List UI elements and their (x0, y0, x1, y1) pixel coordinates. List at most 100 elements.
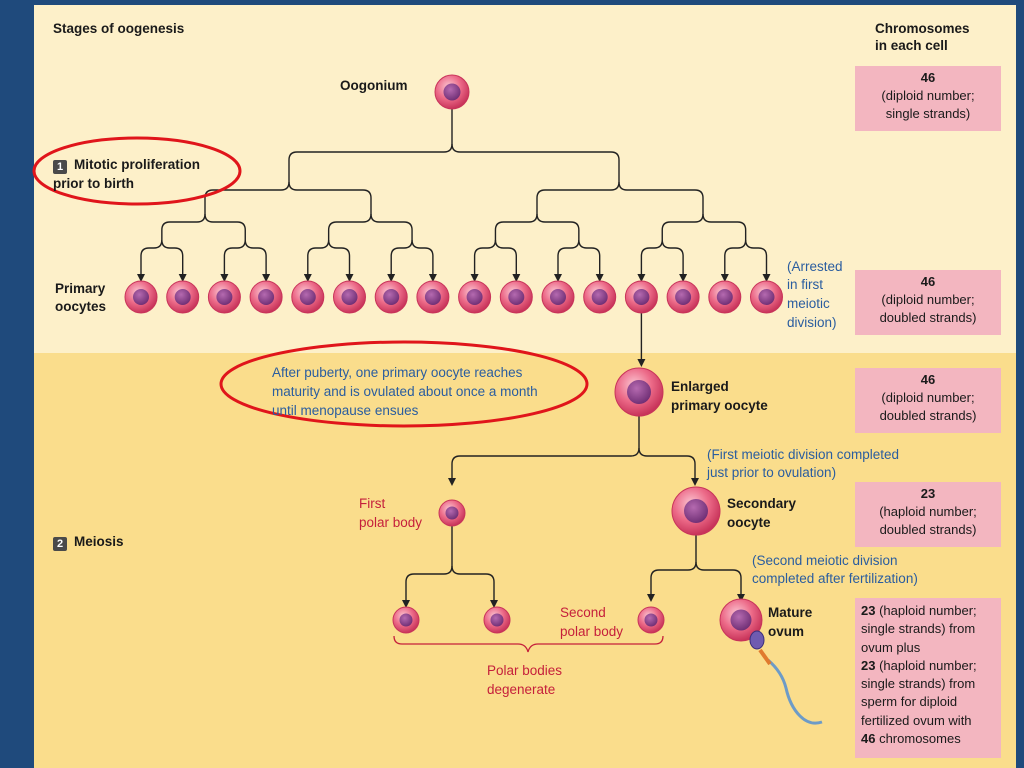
primary-oocyte-cell-nucleus (424, 289, 441, 305)
lineage-line (702, 213, 747, 238)
lineage-line (695, 561, 745, 602)
first-polar-body-cell-nucleus (445, 506, 459, 520)
enlarged-primary-oocyte-label-line2: primary oocyte (671, 398, 768, 413)
secondary-oocyte-cell (671, 486, 721, 536)
ovum-box-line8: 46 chromosomes (861, 730, 997, 748)
second-meiotic-note-line1: (Second meiotic division (752, 553, 898, 568)
primary-oocytes-label-line2: oocytes (55, 299, 107, 314)
primary-oocyte-cell (207, 280, 241, 314)
diagram-title: Stages of oogenesis (53, 21, 185, 36)
primary-oocyte-cell-nucleus (675, 289, 692, 305)
second-polar-body-label-line1: Second (560, 605, 606, 620)
lineage-line (637, 238, 663, 282)
lineage-line (244, 239, 271, 282)
chromosome-desc-line2: doubled strands) (879, 310, 977, 325)
highlight-oval-mitotic (32, 136, 242, 206)
primary-oocyte-cell (374, 280, 408, 314)
primary-oocyte-cell (499, 280, 533, 314)
arrested-note-line1: (Arrested (787, 259, 843, 274)
lineage-line (661, 239, 688, 282)
primary-oocyte-cell (333, 280, 366, 314)
lineage-line (327, 213, 372, 238)
secondary-oocyte-cell-nucleus (684, 499, 708, 523)
ovum-box-text: (haploid number; (875, 657, 977, 673)
primary-oocyte-cell (624, 280, 658, 314)
lineage-line (327, 239, 354, 282)
step2-number-badge: 2 (53, 537, 67, 551)
mature-ovum-label-line2: ovum (768, 624, 805, 639)
primary-oocyte-cell (124, 280, 158, 314)
primary-oocyte-cell (249, 280, 283, 314)
lineage-line (161, 239, 187, 282)
enlarged-primary-oocyte-label-line1: Enlarged (671, 379, 729, 394)
polar-body-cell (392, 606, 420, 634)
secondary-oocyte-label-line1: Secondary (727, 496, 797, 511)
chromosome-count: 46 (920, 274, 936, 289)
first-meiotic-note-line1: (First meiotic division completed (707, 447, 900, 462)
lineage-line (288, 181, 372, 214)
step1-label-line2: prior to birth (53, 176, 134, 191)
lineage-line (494, 239, 521, 282)
sperm-icon (749, 630, 823, 725)
ovum-box-text: (haploid number; (875, 603, 977, 618)
chromosome-box-mature-ovum: 23 (haploid number; single strands) from… (855, 598, 1001, 758)
lineage-line (451, 565, 498, 608)
mature-ovum-label-line1: Mature (768, 605, 813, 620)
chromosome-count: 46 (920, 372, 936, 387)
chromosome-desc-line1: (diploid number; (881, 88, 975, 103)
lineage-line (411, 239, 437, 282)
primary-oocyte-cell-nucleus (174, 289, 191, 305)
chromosome-box-enlarged-primary: 46 (diploid number; doubled strands) (855, 368, 1001, 433)
ovum-box-line6: sperm for diploid (861, 694, 958, 710)
chromosome-count: 23 (920, 486, 936, 501)
lineage-line (744, 239, 771, 282)
fertilized-count: 46 (861, 731, 876, 747)
chromosome-desc-line2: doubled strands) (879, 408, 977, 423)
secondary-oocyte-label-line2: oocyte (727, 515, 771, 530)
arrested-note-line3: meiotic (787, 296, 830, 311)
lineage-lines (137, 106, 771, 608)
lineage-line (647, 535, 697, 602)
primary-oocyte-cell (458, 280, 492, 314)
primary-oocyte-cell (541, 280, 575, 314)
bottom-panel (34, 353, 1016, 768)
oogonium-cell-nucleus (443, 83, 461, 101)
lineage-line (288, 106, 453, 182)
primary-oocyte-cell-nucleus (133, 289, 149, 305)
sperm-count: 23 (861, 657, 876, 673)
puberty-note-line3: until menopause ensues (272, 403, 419, 418)
lineage-line (536, 213, 580, 238)
primary-oocyte-cell-nucleus (466, 289, 483, 305)
ovum-box-line7: fertilized ovum with (861, 712, 972, 728)
primary-oocytes-label-line1: Primary (55, 281, 106, 296)
primary-oocyte-cell-nucleus (758, 289, 775, 305)
arrested-note-line2: in first (787, 277, 824, 292)
enlarged-primary-oocyte-cell-nucleus (627, 380, 651, 404)
primary-oocyte-cell-nucleus (633, 289, 650, 305)
chromosome-desc-line1: (diploid number; (881, 390, 975, 405)
puberty-note-line2: maturity and is ovulated about once a mo… (272, 384, 538, 399)
chromosome-box-secondary-oocyte: 23 (haploid number; doubled strands) (855, 482, 1001, 547)
arrested-note-line4: division) (787, 315, 837, 330)
polar-body-cell-nucleus (490, 613, 504, 627)
highlight-oval-puberty (219, 340, 589, 428)
chromosome-desc-line1: (haploid number; (879, 504, 977, 519)
polar-body-cell-nucleus (399, 613, 413, 627)
lineage-line (387, 238, 413, 282)
ovum-count: 23 (861, 603, 876, 618)
oogonium-label: Oogonium (340, 78, 408, 93)
primary-oocyte-cell (750, 280, 783, 314)
lineage-line (220, 238, 246, 282)
mature-ovum-cell-nucleus (730, 609, 752, 631)
lineage-line (370, 213, 413, 238)
primary-oocyte-cell-nucleus (508, 289, 525, 305)
primary-oocyte-cell (583, 280, 617, 314)
chromosome-desc-line2: doubled strands) (879, 522, 977, 537)
primary-oocyte-cell-nucleus (258, 289, 275, 305)
chromosome-box-primary-oocytes: 46 (diploid number; doubled strands) (855, 270, 1001, 335)
primary-oocyte-cell-nucleus (550, 289, 566, 305)
primary-oocyte-cell-nucleus (341, 289, 358, 305)
